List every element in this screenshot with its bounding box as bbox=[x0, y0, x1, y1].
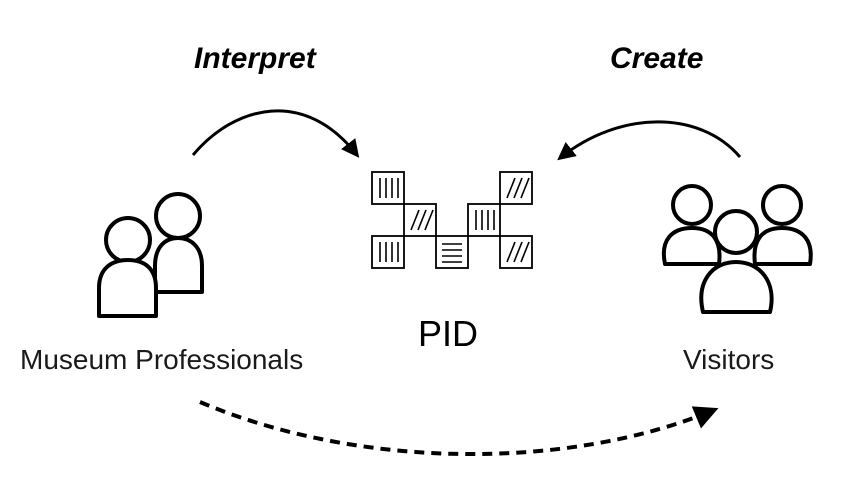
create-arrow bbox=[557, 120, 742, 161]
visitors-label: Visitors bbox=[683, 344, 775, 375]
pid-label: PID bbox=[418, 313, 479, 354]
pid-grid-icon bbox=[371, 171, 533, 269]
interpret-arrow bbox=[191, 109, 360, 158]
group-of-three-people-icon bbox=[661, 184, 813, 314]
interpret-label: Interpret bbox=[194, 42, 316, 75]
museum-professionals-label: Museum Professionals bbox=[20, 344, 304, 375]
create-label: Create bbox=[610, 42, 704, 75]
pid-grid-hatching bbox=[379, 177, 530, 263]
two-people-icon bbox=[97, 192, 204, 318]
dashed-arrow bbox=[199, 400, 719, 456]
